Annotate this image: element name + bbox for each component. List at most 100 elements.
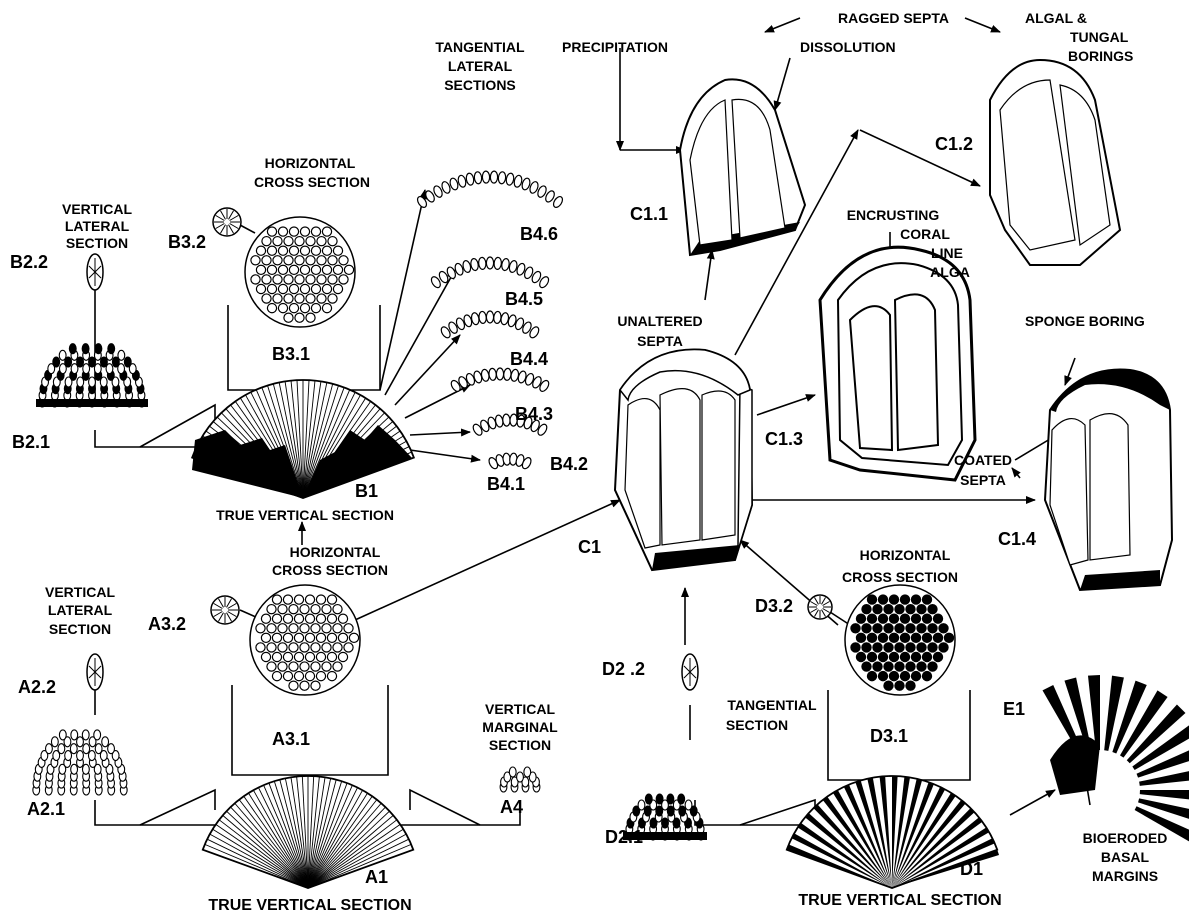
cap-b-horizontal-2: CROSS SECTION bbox=[254, 174, 370, 190]
circle-a31-cell bbox=[289, 624, 298, 633]
circle-b31-cell bbox=[267, 227, 276, 236]
dome-b21-loop bbox=[59, 350, 66, 360]
c12-block bbox=[990, 60, 1120, 265]
label-b46: B4.6 bbox=[520, 224, 558, 244]
circle-a31-cell bbox=[294, 633, 303, 642]
arrow-ragged-left bbox=[765, 18, 800, 32]
circle-a31-cell bbox=[289, 662, 298, 671]
circle-a31-cell bbox=[272, 652, 281, 661]
circle-a31-cell bbox=[333, 605, 342, 614]
dome-a21-loop bbox=[95, 744, 102, 754]
cap-tangential-section-1: TANGENTIAL bbox=[727, 697, 817, 713]
dome-b21-loop bbox=[108, 344, 115, 354]
dome-b21-loop bbox=[118, 350, 125, 360]
circle-d31-cell bbox=[911, 672, 920, 681]
circle-d31-cell bbox=[933, 614, 942, 623]
cap-a-vertical-marginal-2: MARGINAL bbox=[482, 719, 558, 735]
dome-a21-loop bbox=[102, 737, 109, 747]
cap-d-horizontal-2: CROSS SECTION bbox=[842, 569, 958, 585]
cap-tangential-lateral-2: LATERAL bbox=[448, 58, 513, 74]
circle-d31-cell bbox=[922, 614, 931, 623]
circle-a31-cell bbox=[311, 605, 320, 614]
circle-d31-cell bbox=[873, 643, 882, 652]
circle-a31-cell bbox=[316, 652, 325, 661]
dome-a21-loop bbox=[83, 744, 90, 754]
arrow-coated-1 bbox=[1012, 468, 1020, 478]
arrow-ragged-right bbox=[965, 18, 1000, 32]
dome-b21-loop bbox=[95, 344, 102, 354]
dome-d21-loop bbox=[645, 794, 652, 804]
cap-tangential-lateral-3: SECTIONS bbox=[444, 77, 516, 93]
circle-d31-cell bbox=[856, 633, 865, 642]
circle-b31-cell bbox=[284, 313, 293, 322]
label-b45: B4.5 bbox=[505, 289, 543, 309]
circle-b31-cell bbox=[333, 246, 342, 255]
cap-algal-3: BORINGS bbox=[1068, 48, 1133, 64]
b4-arc-0-loop bbox=[505, 173, 514, 186]
circle-b31-cell bbox=[256, 284, 265, 293]
dome-a21-loop bbox=[94, 730, 101, 740]
circle-d31-cell bbox=[895, 643, 904, 652]
cap-encrusting-4: ALGA bbox=[930, 264, 970, 280]
circle-a31-cell bbox=[283, 652, 292, 661]
circle-d31-cell bbox=[906, 624, 915, 633]
circle-a31-cell bbox=[327, 672, 336, 681]
circle-b31-cell bbox=[273, 275, 282, 284]
circle-b31-cell bbox=[322, 304, 331, 313]
circle-a31-cell bbox=[300, 643, 309, 652]
circle-a31-cell bbox=[283, 595, 292, 604]
circle-b31-cell bbox=[278, 246, 287, 255]
circle-b31-cell bbox=[317, 237, 326, 246]
circle-b31-cell bbox=[306, 294, 315, 303]
cap-a-vertical-marginal-3: SECTION bbox=[489, 737, 551, 753]
circle-a31-cell bbox=[294, 595, 303, 604]
circle-d31-cell bbox=[922, 633, 931, 642]
cap-algal-1: ALGAL & bbox=[1025, 10, 1087, 26]
b4-arc-2-loop bbox=[493, 311, 501, 324]
circle-a31-cell bbox=[305, 595, 314, 604]
dome-a21-loop bbox=[108, 744, 115, 754]
label-d21: D2.1 bbox=[605, 827, 643, 847]
circle-b31-cell bbox=[262, 237, 271, 246]
circle-a31-cell bbox=[333, 662, 342, 671]
b4-arc-1-loop bbox=[486, 257, 493, 269]
circle-d31-cell bbox=[917, 643, 926, 652]
circle-a31-cell bbox=[300, 605, 309, 614]
cap-a-horizontal-2: CROSS SECTION bbox=[272, 562, 388, 578]
dome-a21-loop bbox=[46, 744, 53, 754]
circle-a31-cell bbox=[311, 643, 320, 652]
circle-d31-cell bbox=[911, 652, 920, 661]
circle-d31-cell bbox=[889, 672, 898, 681]
label-a32: A3.2 bbox=[148, 614, 186, 634]
circle-d31-cell bbox=[928, 662, 937, 671]
cap-encrusting-2: CORAL bbox=[900, 226, 950, 242]
circle-b31-cell bbox=[289, 227, 298, 236]
circle-a31-cell bbox=[316, 633, 325, 642]
circle-b31-cell bbox=[328, 237, 337, 246]
circle-d31-cell bbox=[867, 614, 876, 623]
cap-a-horizontal-1: HORIZONTAL bbox=[290, 544, 381, 560]
dome-a4-loop bbox=[517, 772, 524, 782]
circle-a31-cell bbox=[316, 672, 325, 681]
circle-d31-cell bbox=[922, 652, 931, 661]
circle-d31-cell bbox=[928, 605, 937, 614]
b4-arc-1-loop bbox=[501, 258, 510, 271]
circle-b31-cell bbox=[333, 284, 342, 293]
circle-a31-cell bbox=[327, 633, 336, 642]
circle-b31-cell bbox=[317, 256, 326, 265]
circle-b31-cell bbox=[317, 294, 326, 303]
b4-arc-0-loop bbox=[465, 173, 474, 186]
c11-block bbox=[680, 79, 805, 255]
circle-d31-cell bbox=[856, 652, 865, 661]
circle-d31-cell bbox=[867, 652, 876, 661]
arrow-a31-c1 bbox=[355, 500, 620, 620]
cap-d-horizontal-1: HORIZONTAL bbox=[860, 547, 951, 563]
cap-tangential-lateral-1: TANGENTIAL bbox=[435, 39, 525, 55]
label-b31: B3.1 bbox=[272, 344, 310, 364]
circle-d31-cell bbox=[873, 624, 882, 633]
circle-b31-cell bbox=[295, 237, 304, 246]
circle-d31-cell bbox=[906, 605, 915, 614]
circle-a31-cell bbox=[344, 643, 353, 652]
cap-algal-2: TUNGAL bbox=[1070, 29, 1129, 45]
circle-d31-cell bbox=[906, 662, 915, 671]
